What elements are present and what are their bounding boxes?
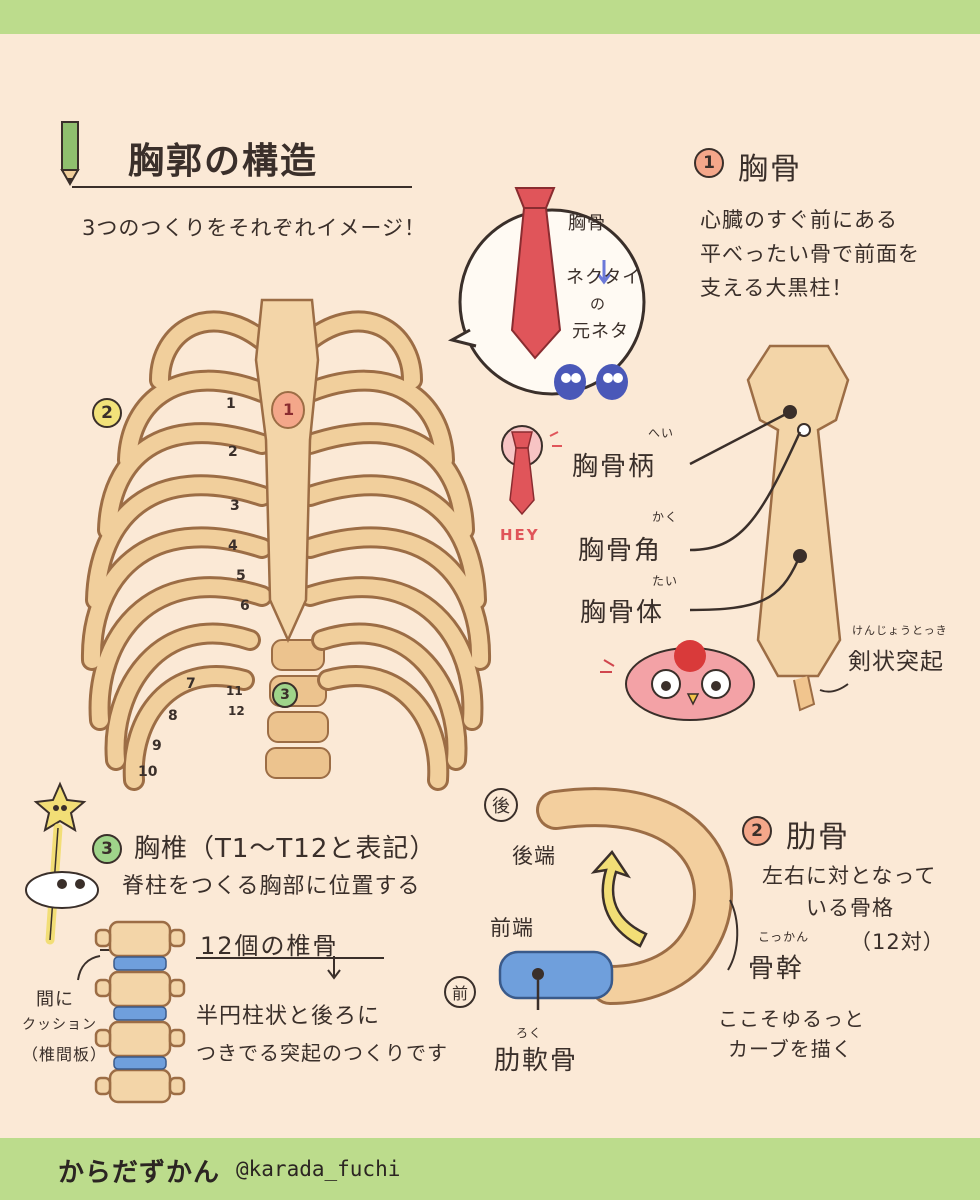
marker-sternum: 1 xyxy=(283,400,295,419)
spine-section-number: 3 xyxy=(92,834,122,864)
spine-heading: 胸椎（T1〜T12と表記） xyxy=(134,834,437,864)
tie-text-necktie: ネクタイ xyxy=(566,267,642,288)
rib-number-11: 11 xyxy=(226,684,243,698)
rib-heading: 肋骨 xyxy=(786,820,850,855)
rib-number-1: 1 xyxy=(226,396,236,412)
marker-ribs: 2 xyxy=(92,398,122,428)
sternum-desc-3: 支える大黒柱！ xyxy=(700,276,854,300)
sternal-angle-ruby: かく xyxy=(652,510,679,524)
sternal-angle-label: 胸骨角 xyxy=(578,536,663,566)
necktie-bubble-illustration xyxy=(447,187,646,400)
xiphoid-label: 剣状突起 xyxy=(848,649,944,675)
rib-detail-illustration xyxy=(498,787,739,1010)
rib-section-number: 2 xyxy=(742,816,772,846)
spine-desc-4: つきでる突起のつくりです xyxy=(196,1041,448,1065)
sternum-body-label: 胸骨体 xyxy=(580,598,665,628)
footer-brand: からだずかん xyxy=(58,1158,221,1188)
cartilage-ruby: ろく xyxy=(516,1026,543,1040)
manubrium-ruby: へい xyxy=(648,426,675,440)
page-title: 胸郭の構造 xyxy=(128,141,319,182)
rib-number-3: 3 xyxy=(230,498,240,514)
rib-number-4: 4 xyxy=(228,538,238,554)
cushion-text-1: 間に xyxy=(36,989,74,1010)
back-tag: 後 xyxy=(484,788,518,822)
rib-number-8: 8 xyxy=(168,708,178,724)
rib-number-7: 7 xyxy=(186,676,196,692)
rib-body-label: 骨幹 xyxy=(748,954,805,984)
rib-number-6: 6 xyxy=(240,598,250,614)
cushion-text-3: （椎間板） xyxy=(22,1045,108,1064)
marker-spine: 3 xyxy=(272,682,298,708)
tie-text-sternum: 胸骨 xyxy=(568,213,606,234)
sternum-body-ruby: たい xyxy=(652,574,679,588)
footer-band xyxy=(0,1138,980,1200)
sternum-section-number: 1 xyxy=(694,148,724,178)
rib-desc-1: 左右に対となって xyxy=(762,864,937,888)
top-band xyxy=(0,0,980,34)
vertebrae-illustration xyxy=(77,920,384,1104)
tie-text-no: の xyxy=(590,295,607,313)
manubrium-label: 胸骨柄 xyxy=(572,452,657,482)
spine-desc-1: 脊柱をつくる胸部に位置する xyxy=(122,874,421,899)
rib-number-10: 10 xyxy=(138,764,158,780)
small-tie-illustration xyxy=(501,425,562,516)
rib-number-5: 5 xyxy=(236,568,246,584)
rib-body-ruby: こっかん xyxy=(758,930,810,944)
rib-number-2: 2 xyxy=(228,444,238,460)
sternum-heading: 胸骨 xyxy=(738,152,802,187)
cage-spine xyxy=(265,639,331,779)
rib-body-desc-1: ここそゆるっと xyxy=(718,1007,865,1031)
hey-label: HEY xyxy=(500,526,540,544)
page-subtitle: 3つのつくりをそれぞれイメージ！ xyxy=(82,216,426,240)
star-mascot-illustration xyxy=(25,781,99,945)
spine-desc-3: 半円柱状と後ろに xyxy=(196,1004,381,1029)
costal-cartilage-label: 肋軟骨 xyxy=(494,1046,579,1076)
cushion-text-2: クッション xyxy=(22,1017,97,1033)
rib-desc-3: （12対） xyxy=(850,930,945,954)
sternum-desc-2: 平べったい骨で前面を xyxy=(700,242,920,266)
sternum-desc-1: 心臓のすぐ前にある xyxy=(700,208,898,232)
front-tag: 前 xyxy=(444,976,476,1008)
footer-handle[interactable]: @karada_fuchi xyxy=(236,1157,401,1181)
cage-sternum xyxy=(254,298,320,644)
rib-body-desc-2: カーブを描く xyxy=(728,1037,853,1061)
spine-desc-2: 12個の椎骨 xyxy=(200,932,339,960)
rib-desc-2: いる骨格 xyxy=(806,896,894,920)
xiphoid-ruby: けんじょうとっき xyxy=(852,624,948,637)
bird-mascot-illustration xyxy=(600,640,755,721)
pencil-icon xyxy=(60,121,80,187)
rib-number-12: 12 xyxy=(228,704,245,718)
back-end-label: 後端 xyxy=(512,844,556,868)
sternum-detail-illustration xyxy=(689,344,850,712)
rib-number-9: 9 xyxy=(152,738,162,754)
title-divider xyxy=(72,186,412,188)
front-end-label: 前端 xyxy=(490,916,534,940)
rib-cage-illustration xyxy=(80,298,492,791)
tie-text-origin: 元ネタ xyxy=(572,321,629,342)
